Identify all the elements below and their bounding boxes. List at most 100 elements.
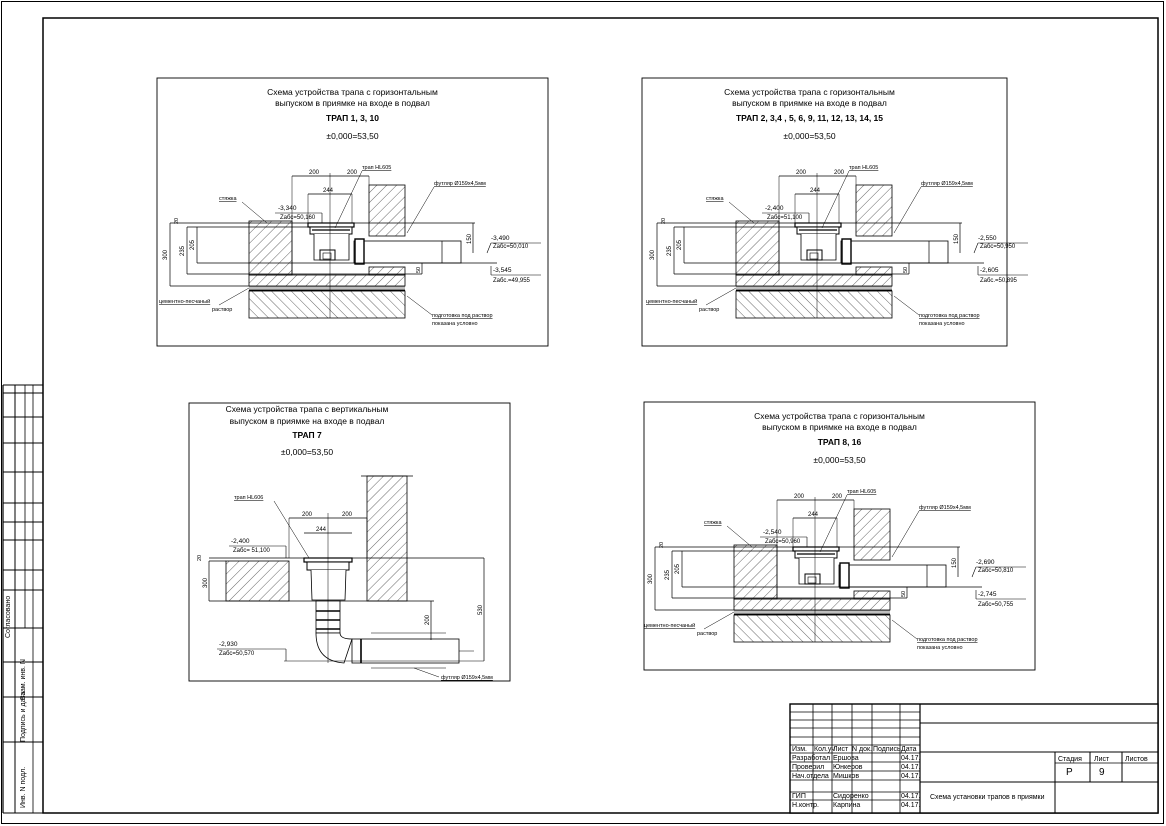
tb-stage-value: Р	[1066, 767, 1073, 778]
tb-sheet-value: 9	[1099, 767, 1105, 778]
tb-header-ndoc: N док.	[852, 746, 872, 753]
elevation-pipe: -2,690	[976, 559, 995, 566]
dim-300: 300	[650, 249, 656, 260]
dim-50: 50	[416, 267, 422, 273]
elevation-pipe: -2,930	[219, 641, 238, 648]
tb-header-date: Дата	[901, 746, 917, 753]
elevation-top: -2,540	[763, 529, 782, 536]
base-preparation	[733, 614, 891, 643]
elevation-pipe-abs: Zабс=50,570	[219, 651, 255, 657]
drain-trap-inner	[322, 252, 332, 260]
zero-elevation: ±0,000=53,50	[326, 131, 378, 141]
wall-footing	[853, 590, 891, 600]
dim-200-right: 200	[832, 494, 843, 500]
drain-body	[310, 569, 347, 601]
elevation-top: -3,340	[278, 205, 297, 212]
elevation-bottom: -2,745	[978, 591, 997, 598]
tb-name: Мишков	[833, 773, 860, 780]
outlet-pipe	[353, 240, 462, 264]
dim-530: 530	[478, 604, 484, 615]
elevation-top: -2,400	[765, 205, 784, 212]
leader-line	[705, 287, 737, 306]
title-block-frame	[789, 703, 1159, 814]
dim-200-vertical: 200	[425, 614, 431, 625]
dim-244: 244	[810, 188, 821, 194]
elevation-pipe: -3,490	[491, 235, 510, 242]
dim-150: 150	[952, 557, 958, 568]
elevation-leader	[973, 242, 979, 254]
drawing-panel-p2: Схема устройства трапа с горизонтальнымв…	[641, 77, 1028, 347]
drain-label: трап HL605	[849, 165, 878, 171]
tb-header-kol: Кол.уч	[814, 746, 835, 753]
preparation-label: подготовка под раствор	[919, 313, 980, 319]
elevation-bottom: -3,545	[493, 267, 512, 274]
mortar-label: цементно-песчаный	[646, 298, 697, 305]
tb-date: 04.17.	[901, 755, 921, 762]
elevation-top: -2,400	[231, 538, 250, 545]
dim-205: 205	[190, 239, 196, 250]
dim-200-left: 200	[302, 512, 313, 518]
screed-label: стяжка	[219, 196, 237, 202]
elevation-pipe-abs: Zабс=50,950	[980, 244, 1016, 250]
elevation-bottom-abs: Zабс.=50,895	[980, 278, 1018, 284]
leader-line	[819, 494, 848, 553]
screed-label: стяжка	[704, 520, 722, 526]
leader-line	[703, 611, 735, 630]
tb-name: Юнкеров	[833, 764, 863, 771]
outlet-pipe	[840, 240, 949, 264]
drain-trap-box	[319, 249, 336, 261]
wall-footing	[855, 266, 893, 276]
tb-sheet-label: Лист	[1094, 756, 1110, 763]
leader-line	[241, 201, 268, 224]
trap-numbers: ТРАП 1, 3, 10	[326, 113, 379, 123]
drain-trap-box	[804, 573, 821, 585]
base-preparation	[248, 290, 406, 319]
tb-name: Ершова	[833, 755, 859, 762]
elevation-top-abs: Zабс=50,160	[280, 215, 316, 221]
elevation-pipe-abs: Zабс=50,810	[978, 568, 1014, 574]
tb-role: Проверил	[792, 764, 825, 771]
slab	[733, 598, 891, 611]
leader-line	[218, 287, 250, 306]
leader-line	[893, 295, 920, 316]
leader-line	[413, 667, 440, 678]
panel-subtitle: выпуском в приямке на входе в подвал	[732, 98, 887, 108]
preparation-label-2: показана условно	[917, 645, 963, 651]
dim-244: 244	[808, 512, 819, 518]
screed-label: стяжка	[706, 196, 724, 202]
panel-subtitle: выпуском в приямке на входе в подвал	[275, 98, 430, 108]
preparation-label-2: показана условно	[919, 321, 965, 327]
drain-trap-inner	[809, 252, 819, 260]
zero-elevation: ±0,000=53,50	[281, 447, 333, 457]
tb-name: Сидоренко	[833, 793, 869, 800]
panel-title: Схема устройства трапа с горизонтальным	[267, 87, 438, 97]
tb-date: 04.17.	[901, 793, 921, 800]
elevation-pipe: -2,550	[978, 235, 997, 242]
drain-label: трап HL605	[847, 489, 876, 495]
elevation-leader	[971, 566, 977, 578]
inner-frame	[42, 17, 1159, 814]
panel-frame	[188, 402, 511, 682]
tb-role: Разработал	[792, 755, 831, 762]
zero-elevation: ±0,000=53,50	[783, 131, 835, 141]
wall-footing	[368, 266, 406, 276]
tb-date: 04.17.	[901, 764, 921, 771]
dim-300: 300	[648, 573, 654, 584]
elevation-top-abs: Zабс=51,100	[767, 215, 803, 221]
leader-line	[891, 510, 920, 558]
base-preparation	[735, 290, 893, 319]
dim-20: 20	[659, 542, 665, 548]
dim-150: 150	[954, 233, 960, 244]
dim-244: 244	[323, 188, 334, 194]
dim-50: 50	[903, 267, 909, 273]
sleeve-label: футляр Ø159х4,5мм	[921, 181, 973, 187]
leader-line	[273, 500, 310, 559]
tb-drawing-title: Схема установки трапов в приямки	[930, 794, 1045, 801]
dim-300: 300	[203, 577, 209, 588]
stamp-agreed: Согласовано	[5, 595, 12, 638]
panel-title: Схема устройства трапа с горизонтальным	[724, 87, 895, 97]
pipe-socket	[354, 238, 365, 265]
